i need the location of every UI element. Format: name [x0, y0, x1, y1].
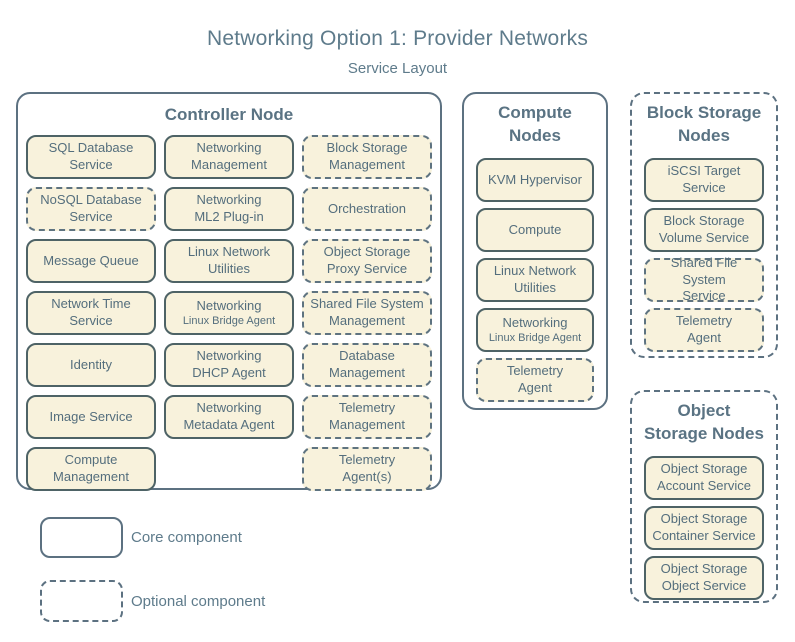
compute-nodes-heading: Compute Nodes: [498, 103, 572, 145]
controller-column-2: Networking Management Networking ML2 Plu…: [164, 135, 294, 491]
service-label: Identity: [70, 356, 112, 372]
service-telemetry-agent-compute: Telemetry Agent: [476, 358, 594, 402]
service-object-storage-account-service: Object Storage Account Service: [644, 456, 764, 500]
service-label: Block Storage Volume Service: [658, 213, 750, 245]
service-network-time-service: Network Time Service: [26, 291, 156, 335]
service-label: Orchestration: [327, 200, 407, 216]
block-storage-nodes-heading: Block Storage Nodes: [646, 103, 762, 145]
service-label: Object Storage Object Service: [660, 561, 748, 593]
page-title: Networking Option 1: Provider Networks: [206, 27, 589, 50]
service-label: Linux Network Utilities: [493, 263, 577, 295]
service-iscsi-target-service: iSCSI Target Service: [644, 158, 764, 202]
service-block-storage-volume-service: Block Storage Volume Service: [644, 208, 764, 252]
service-label: Networking ML2 Plug-in: [194, 192, 264, 224]
service-message-queue: Message Queue: [26, 239, 156, 283]
service-label: Message Queue: [43, 252, 139, 268]
service-label: Shared File System Service: [670, 254, 738, 304]
service-object-storage-container-service: Object Storage Container Service: [644, 506, 764, 550]
object-storage-services-stack: Object Storage Account Service Object St…: [644, 456, 764, 600]
object-storage-nodes-container: Object Storage Nodes Object Storage Acco…: [630, 390, 778, 603]
service-nosql-database-service: NoSQL Database Service: [26, 187, 156, 231]
service-label: Networking Management: [191, 140, 267, 172]
controller-column-3: Block Storage Management Orchestration O…: [302, 135, 432, 491]
service-label: Telemetry Agent: [506, 363, 564, 395]
service-label: Networking DHCP Agent: [192, 348, 266, 380]
service-sublabel: Linux Bridge Agent: [182, 314, 276, 327]
service-linux-network-utilities: Linux Network Utilities: [164, 239, 294, 283]
service-telemetry-management: Telemetry Management: [302, 395, 432, 439]
service-object-storage-proxy-service: Object Storage Proxy Service: [302, 239, 432, 283]
service-label: Shared File System Management: [310, 296, 424, 328]
service-label: Linux Network Utilities: [187, 244, 271, 276]
service-label: Networking: [196, 297, 262, 313]
controller-node-container: Controller Node SQL Database Service NoS…: [16, 92, 442, 491]
service-block-storage-management: Block Storage Management: [302, 135, 432, 179]
service-sql-database-service: SQL Database Service: [26, 135, 156, 179]
controller-columns: SQL Database Service NoSQL Database Serv…: [26, 135, 432, 491]
service-sublabel: Linux Bridge Agent: [488, 331, 582, 344]
service-label: Telemetry Agent(s): [338, 452, 396, 484]
service-label: Object Storage Proxy Service: [323, 244, 411, 276]
legend-core-swatch: [40, 517, 123, 558]
service-label: Networking: [502, 314, 568, 330]
service-label: NoSQL Database Service: [40, 192, 142, 224]
service-label: Object Storage Account Service: [657, 461, 751, 493]
service-linux-network-utilities-compute: Linux Network Utilities: [476, 258, 594, 302]
object-storage-nodes-heading: Object Storage Nodes: [644, 401, 764, 443]
service-label: Telemetry Management: [329, 400, 405, 432]
service-label: KVM Hypervisor: [488, 171, 582, 187]
service-shared-file-system-management: Shared File System Management: [302, 291, 432, 335]
page-subtitle: Service Layout: [347, 60, 448, 77]
service-shared-file-system-service: Shared File System Service: [644, 255, 764, 303]
service-label: Object Storage Container Service: [652, 511, 756, 543]
service-label: Networking Metadata Agent: [183, 400, 275, 432]
service-label: Compute Management: [53, 452, 129, 484]
legend-optional-label: Optional component: [131, 593, 266, 610]
compute-nodes-container: Compute Nodes KVM Hypervisor Compute Lin…: [462, 92, 608, 410]
service-kvm-hypervisor: KVM Hypervisor: [476, 158, 594, 202]
service-database-management: Database Management: [302, 343, 432, 387]
controller-column-1: SQL Database Service NoSQL Database Serv…: [26, 135, 156, 491]
service-object-storage-object-service: Object Storage Object Service: [644, 556, 764, 600]
legend-optional-swatch: [40, 580, 123, 622]
service-networking-metadata-agent: Networking Metadata Agent: [164, 395, 294, 439]
service-label: SQL Database Service: [48, 140, 134, 172]
service-compute: Compute: [476, 208, 594, 252]
legend-core-label: Core component: [131, 529, 242, 546]
service-networking-ml2-plugin: Networking ML2 Plug-in: [164, 187, 294, 231]
compute-services-stack: KVM Hypervisor Compute Linux Network Uti…: [476, 158, 594, 402]
service-telemetry-agent-block-storage: Telemetry Agent: [644, 308, 764, 352]
service-compute-management: Compute Management: [26, 447, 156, 491]
service-networking-dhcp-agent: Networking DHCP Agent: [164, 343, 294, 387]
service-orchestration: Orchestration: [302, 187, 432, 231]
block-storage-services-stack: iSCSI Target Service Block Storage Volum…: [644, 158, 764, 352]
block-storage-nodes-container: Block Storage Nodes iSCSI Target Service…: [630, 92, 778, 358]
service-label: iSCSI Target Service: [667, 163, 741, 195]
service-label: Image Service: [49, 408, 133, 424]
service-networking-management: Networking Management: [164, 135, 294, 179]
service-label: Network Time Service: [51, 296, 131, 328]
service-identity: Identity: [26, 343, 156, 387]
service-label: Telemetry Agent: [675, 313, 733, 345]
controller-node-heading: Controller Node: [164, 105, 294, 124]
service-label: Block Storage Management: [326, 140, 408, 172]
service-image-service: Image Service: [26, 395, 156, 439]
service-telemetry-agents: Telemetry Agent(s): [302, 447, 432, 491]
service-label: Database Management: [329, 348, 405, 380]
service-label: Compute: [508, 221, 562, 237]
